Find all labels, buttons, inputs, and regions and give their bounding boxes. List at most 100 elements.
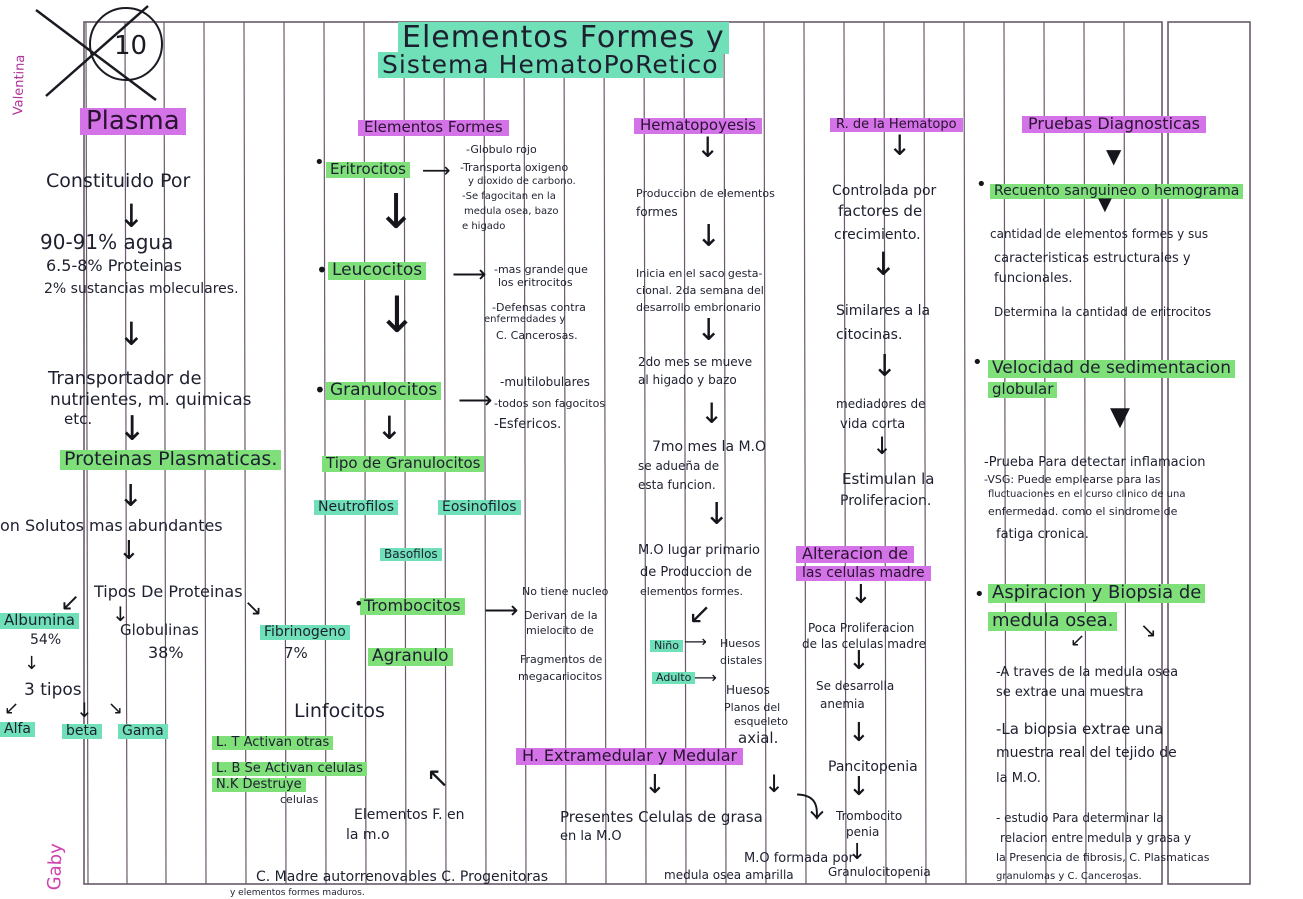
leu-2: los eritrocitos: [498, 276, 573, 289]
linfocitos: Linfocitos: [294, 700, 385, 722]
eri-2: -Transporta oxigeno: [460, 161, 569, 174]
grade-cross-line: [35, 9, 157, 101]
bullet-dot: •: [314, 152, 325, 173]
ruling-line: [843, 21, 847, 885]
ext-4: medula osea amarilla: [664, 868, 794, 882]
nk-2: celulas: [280, 793, 319, 806]
ruling-line: [963, 21, 967, 885]
ruling-line: [603, 21, 607, 885]
arrow-icon: ↓: [644, 770, 666, 800]
eri-5: medula osea, bazo: [464, 206, 559, 217]
hem-10: esta funcion.: [638, 478, 716, 492]
asp-9: granulomas y C. Cancerosas.: [996, 871, 1142, 882]
alt-3: Se desarrolla: [816, 679, 895, 693]
nk: N.K Destruye: [212, 778, 306, 792]
bullet-dot: •: [972, 352, 983, 373]
adulto-4: esqueleto: [734, 715, 789, 728]
regulacion-heading: R. de la Hematopo: [830, 118, 963, 132]
vel-4: enfermedad. como el sindrome de: [988, 505, 1178, 518]
tro-2: Derivan de la: [524, 609, 598, 622]
arrow-icon: ↓: [118, 479, 144, 514]
ruling-line: [1043, 21, 1047, 885]
arrow-icon: ↓: [76, 698, 93, 722]
reg-5: citocinas.: [836, 327, 903, 343]
alt-4: anemia: [820, 697, 865, 711]
rec-4: Determina la cantidad de eritrocitos: [994, 305, 1212, 319]
arrow-icon: ↓: [850, 580, 872, 610]
rec-3: funcionales.: [994, 271, 1073, 286]
arrow-icon: ↓: [118, 409, 147, 449]
tipos-proteinas: Tipos De Proteinas: [94, 582, 243, 601]
arrow-icon: ▼: [1098, 194, 1112, 215]
arrow-icon: ↙: [60, 588, 81, 616]
arrow-icon: ⟶: [422, 158, 451, 182]
hem-5: desarrollo embrionario: [636, 301, 761, 314]
hem-4: cional. 2da semana del: [636, 284, 764, 297]
eri-1: -Globulo rojo: [466, 143, 537, 156]
ruling-line: [283, 21, 287, 885]
gra-2: -todos son fagocitos: [494, 397, 606, 410]
adulto-2: Huesos: [726, 683, 770, 697]
vel-3: fluctuaciones en el curso clinico de una: [988, 489, 1186, 500]
sustancias: 2% sustancias moleculares.: [44, 281, 239, 297]
recuento: Recuento sanguineo o hemograma: [990, 184, 1244, 199]
transportador-1: Transportador de: [48, 368, 202, 389]
tro-4: Fragmentos de: [520, 653, 603, 666]
velocidad-2: globular: [988, 381, 1058, 398]
ruling-line: [363, 21, 367, 885]
hem-12: de Produccion de: [640, 565, 752, 580]
ext-3: M.O formada por: [744, 851, 854, 866]
leu-5: C. Cancerosas.: [496, 329, 578, 342]
reg-8: Estimulan la: [842, 470, 935, 488]
arrow-icon: ↓: [872, 349, 898, 384]
corner-signature: Valentina: [11, 54, 29, 116]
asp-1: -A traves de la medula osea: [996, 665, 1179, 680]
asp-7: relacion entre medula y grasa y: [1000, 831, 1192, 845]
extramedular: H. Extramedular y Medular: [516, 747, 744, 765]
alt-5: Pancitopenia: [828, 759, 918, 775]
tro-5: megacariocitos: [518, 670, 603, 683]
ruling-line: [1123, 21, 1127, 885]
bullet-dot: •: [976, 174, 987, 195]
bullet-dot: •: [354, 594, 364, 613]
page-frame: [1167, 21, 1251, 885]
fibrinogeno: Fibrinogeno: [260, 625, 350, 640]
agranulo: Agranulo: [368, 647, 453, 666]
asp-2: se extrae una muestra: [996, 685, 1144, 700]
arrow-icon: ▼: [1110, 402, 1130, 432]
nino-2: Huesos: [720, 637, 761, 650]
granulocitos: Granulocitos: [326, 381, 442, 400]
trombocitos: Trombocitos: [360, 597, 465, 615]
adulto-5: axial.: [738, 729, 779, 747]
asp-5: la M.O.: [996, 771, 1041, 786]
hematopoyesis-heading: Hematopoyesis: [634, 117, 762, 134]
bullet-dot: •: [974, 584, 985, 605]
albumina: Albumina: [0, 612, 79, 629]
albumina-pct: 54%: [30, 632, 62, 648]
arrow-icon: ⟶: [684, 632, 707, 651]
arrow-icon: ↘: [244, 596, 263, 621]
globulinas-pct: 38%: [148, 643, 184, 662]
arrow-icon: ↖: [426, 761, 450, 794]
leucocitos: Leucocitos: [328, 261, 427, 280]
constituido: Constituido Por: [46, 170, 191, 192]
arrow-icon: ⟶: [452, 260, 487, 288]
reg-6: mediadores de: [836, 397, 926, 411]
rec-2: caracteristicas estructurales y: [994, 251, 1191, 266]
aspiracion-2: medula osea.: [988, 611, 1118, 631]
solutos: on Solutos mas abundantes: [0, 516, 223, 535]
ruling-line: [643, 21, 647, 885]
aspiracion: Aspiracion y Biopsia de: [988, 583, 1206, 603]
vel-1: -Prueba Para detectar inflamacion: [984, 455, 1206, 470]
arrow-icon: ↘: [108, 698, 124, 719]
page-title-line-1: Elementos Formes y: [398, 22, 729, 54]
arrow-icon: ↓: [696, 313, 722, 348]
alt-7: penia: [846, 825, 880, 839]
arrow-icon: ↓: [696, 219, 722, 254]
hem-7: al higado y bazo: [638, 373, 737, 387]
ext-1: Presentes Celulas de grasa: [560, 808, 763, 826]
asp-6: - estudio Para determinar la: [996, 811, 1164, 825]
alt-6: Trombocito: [836, 809, 903, 823]
eosinofilos: Eosinofilos: [438, 500, 521, 515]
